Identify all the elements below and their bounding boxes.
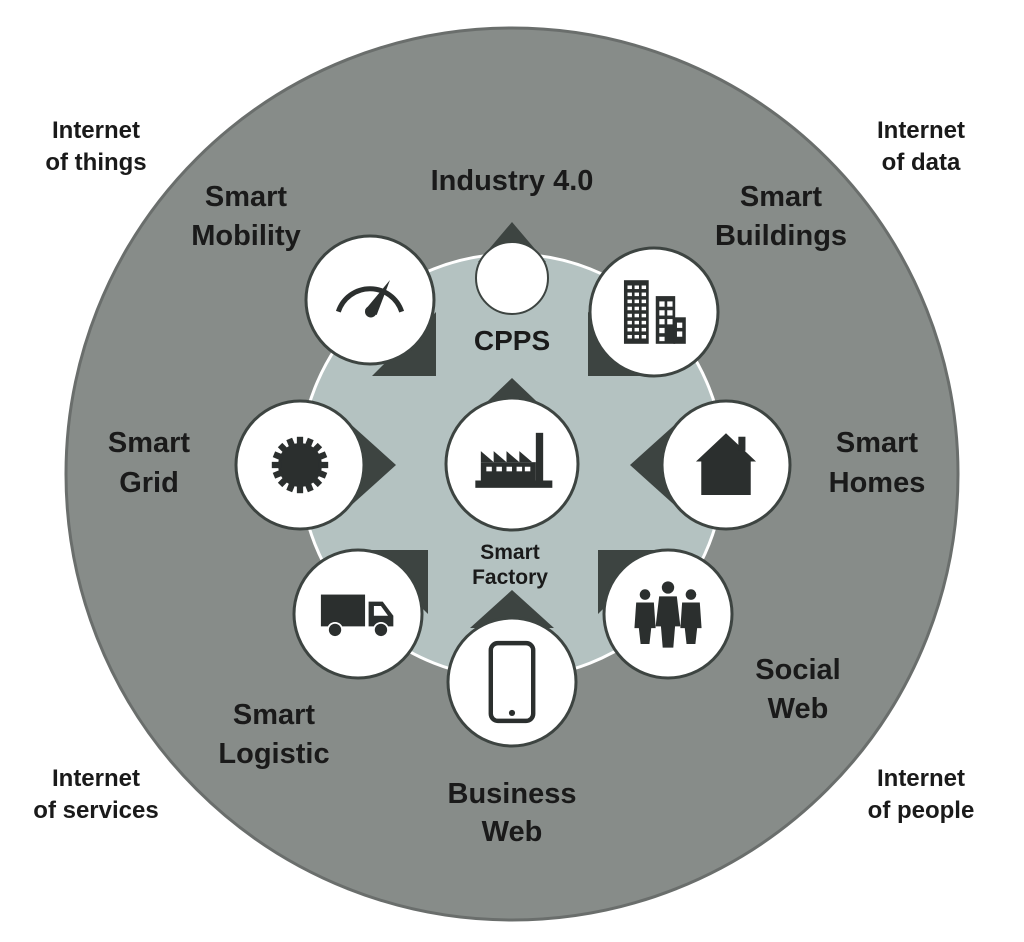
corner-internet-of-data: Internet of data	[877, 117, 965, 176]
corner-internet-of-things: Internet of things	[45, 117, 146, 176]
node-social-web: Social Web	[598, 548, 841, 725]
svg-text:Factory: Factory	[472, 566, 548, 589]
svg-text:Grid: Grid	[119, 467, 179, 499]
svg-text:Homes: Homes	[829, 467, 926, 499]
corner-internet-of-services: Internet of services	[33, 765, 158, 824]
business-node-circle	[446, 616, 578, 748]
svg-text:Smart: Smart	[480, 541, 540, 564]
svg-text:Web: Web	[482, 816, 543, 848]
svg-text:Internet: Internet	[52, 117, 140, 144]
corner-internet-of-people: Internet of people	[868, 765, 975, 824]
svg-text:Smart: Smart	[233, 699, 316, 731]
gear-icon	[271, 436, 329, 494]
svg-text:of data: of data	[882, 149, 961, 176]
buildings-node-circle	[588, 246, 720, 378]
center-smart-factory: Smart Factory	[444, 378, 580, 589]
svg-text:of things: of things	[45, 149, 146, 176]
svg-text:Smart: Smart	[836, 427, 919, 459]
svg-text:Smart: Smart	[108, 427, 191, 459]
svg-text:of services: of services	[33, 797, 158, 824]
svg-text:Industry 4.0: Industry 4.0	[431, 165, 594, 197]
node-smart-homes: Smart Homes	[630, 399, 926, 531]
svg-text:Web: Web	[768, 693, 829, 725]
svg-text:Business: Business	[448, 778, 577, 810]
svg-text:Logistic: Logistic	[218, 738, 329, 770]
node-smart-grid: Smart Grid	[108, 399, 396, 531]
node-industry-4-0: Industry 4.0	[431, 165, 594, 315]
svg-text:Mobility: Mobility	[191, 220, 301, 252]
node-smart-buildings: Smart Buildings	[588, 181, 847, 378]
industry-node-circle	[475, 241, 549, 315]
svg-text:Social: Social	[755, 654, 840, 686]
svg-text:of people: of people	[868, 797, 975, 824]
cpps-label: CPPS	[474, 325, 550, 356]
svg-text:Smart: Smart	[740, 181, 823, 213]
people-icon	[634, 581, 702, 648]
business-pointer	[470, 590, 554, 628]
node-smart-logistic: Smart Logistic	[218, 548, 428, 770]
svg-text:Internet: Internet	[877, 765, 965, 792]
node-smart-mobility: Smart Mobility	[191, 181, 436, 376]
node-business-web: Business Web	[446, 590, 578, 848]
svg-text:Buildings: Buildings	[715, 220, 847, 252]
svg-text:Internet: Internet	[877, 117, 965, 144]
svg-text:Smart: Smart	[205, 181, 288, 213]
mobility-node-circle	[304, 234, 436, 366]
svg-text:Internet: Internet	[52, 765, 140, 792]
